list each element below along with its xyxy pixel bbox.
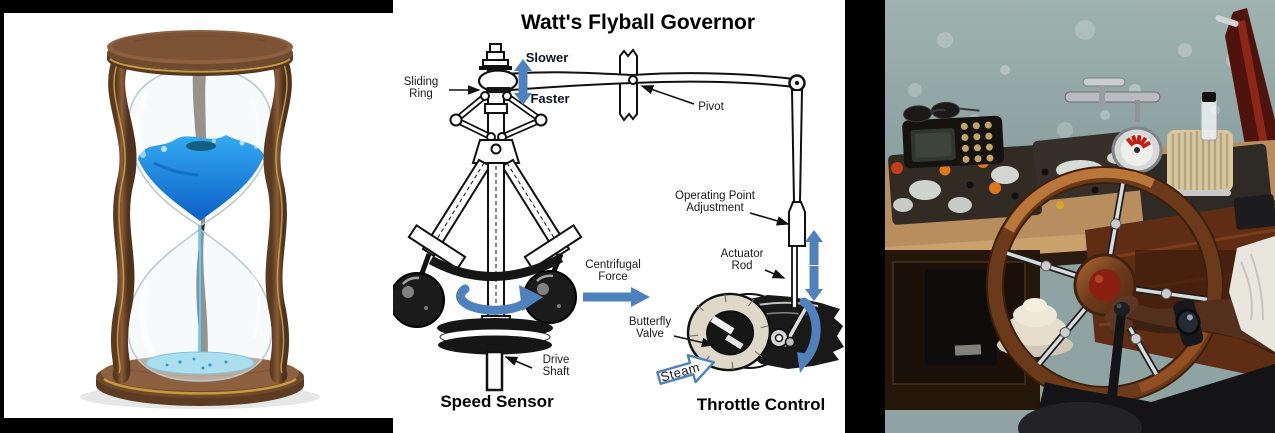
actuator-linkage — [788, 74, 806, 247]
scissor-linkage — [449, 91, 548, 142]
hourglass-illustration — [80, 30, 320, 409]
throttle-valve — [686, 245, 844, 373]
drive-shaft — [485, 350, 504, 392]
throttle-levers — [1064, 77, 1161, 122]
helm-illustration — [885, 0, 1275, 433]
striped-gauge — [1111, 126, 1163, 174]
arrow-slower-faster — [514, 59, 532, 105]
rotation-arrow — [456, 284, 543, 315]
label-drive-shaft: Drive Shaft — [542, 354, 570, 379]
governor-diagram-art: Steam — [393, 43, 844, 392]
governor-diagram: Steam Watt's Flyball Governor Slower Fas… — [393, 0, 845, 433]
sliding-ring — [486, 87, 511, 93]
hourglass-photo — [4, 13, 393, 418]
label-sliding-ring: Sliding Ring — [403, 76, 439, 101]
label-slower: Slower — [525, 50, 569, 65]
white-sleeve — [1229, 236, 1275, 352]
arrow-actuator-motion — [805, 230, 823, 301]
leader-lines — [449, 85, 790, 369]
hourglass-glass-highlights — [135, 92, 261, 357]
seat — [1018, 364, 1275, 433]
label-pivot: Pivot — [698, 101, 724, 113]
governor-lever — [503, 71, 795, 92]
hourglass-stream — [145, 225, 255, 375]
label-centrifugal-force: Centrifugal Force — [585, 259, 641, 284]
steam-arrow: Steam — [656, 353, 715, 385]
drive-pulley — [437, 315, 553, 392]
console-buttons — [891, 156, 1134, 210]
bottle — [1200, 97, 1218, 141]
caption-speed-sensor: Speed Sensor — [440, 392, 554, 411]
helm-photo — [885, 0, 1275, 433]
heater-unit — [1167, 92, 1233, 196]
diagram-title: Watt's Flyball Governor — [520, 11, 756, 34]
sunglasses — [903, 101, 980, 123]
hourglass-pillars — [108, 48, 292, 384]
pivot-support — [619, 48, 638, 122]
governor-frame — [421, 139, 571, 322]
flyballs — [393, 270, 577, 328]
caption-throttle-control: Throttle Control — [696, 395, 826, 414]
hourglass-top-cap — [107, 30, 293, 76]
label-operating-point: Operating Point Adjustment — [675, 190, 755, 215]
spindle-assembly — [477, 43, 519, 149]
actuator-rod — [791, 245, 798, 309]
hourglass-liquid — [138, 135, 264, 221]
label-actuator-rod: Actuator Rod — [720, 248, 764, 273]
arrow-centrifugal-force — [583, 287, 650, 307]
label-butterfly-valve: Butterfly Valve — [628, 316, 672, 341]
label-faster: Faster — [530, 91, 570, 106]
wristwatch — [1173, 299, 1204, 347]
motion-arrows — [514, 59, 823, 307]
pivot-point — [628, 75, 638, 85]
instrument-display — [902, 101, 1004, 169]
